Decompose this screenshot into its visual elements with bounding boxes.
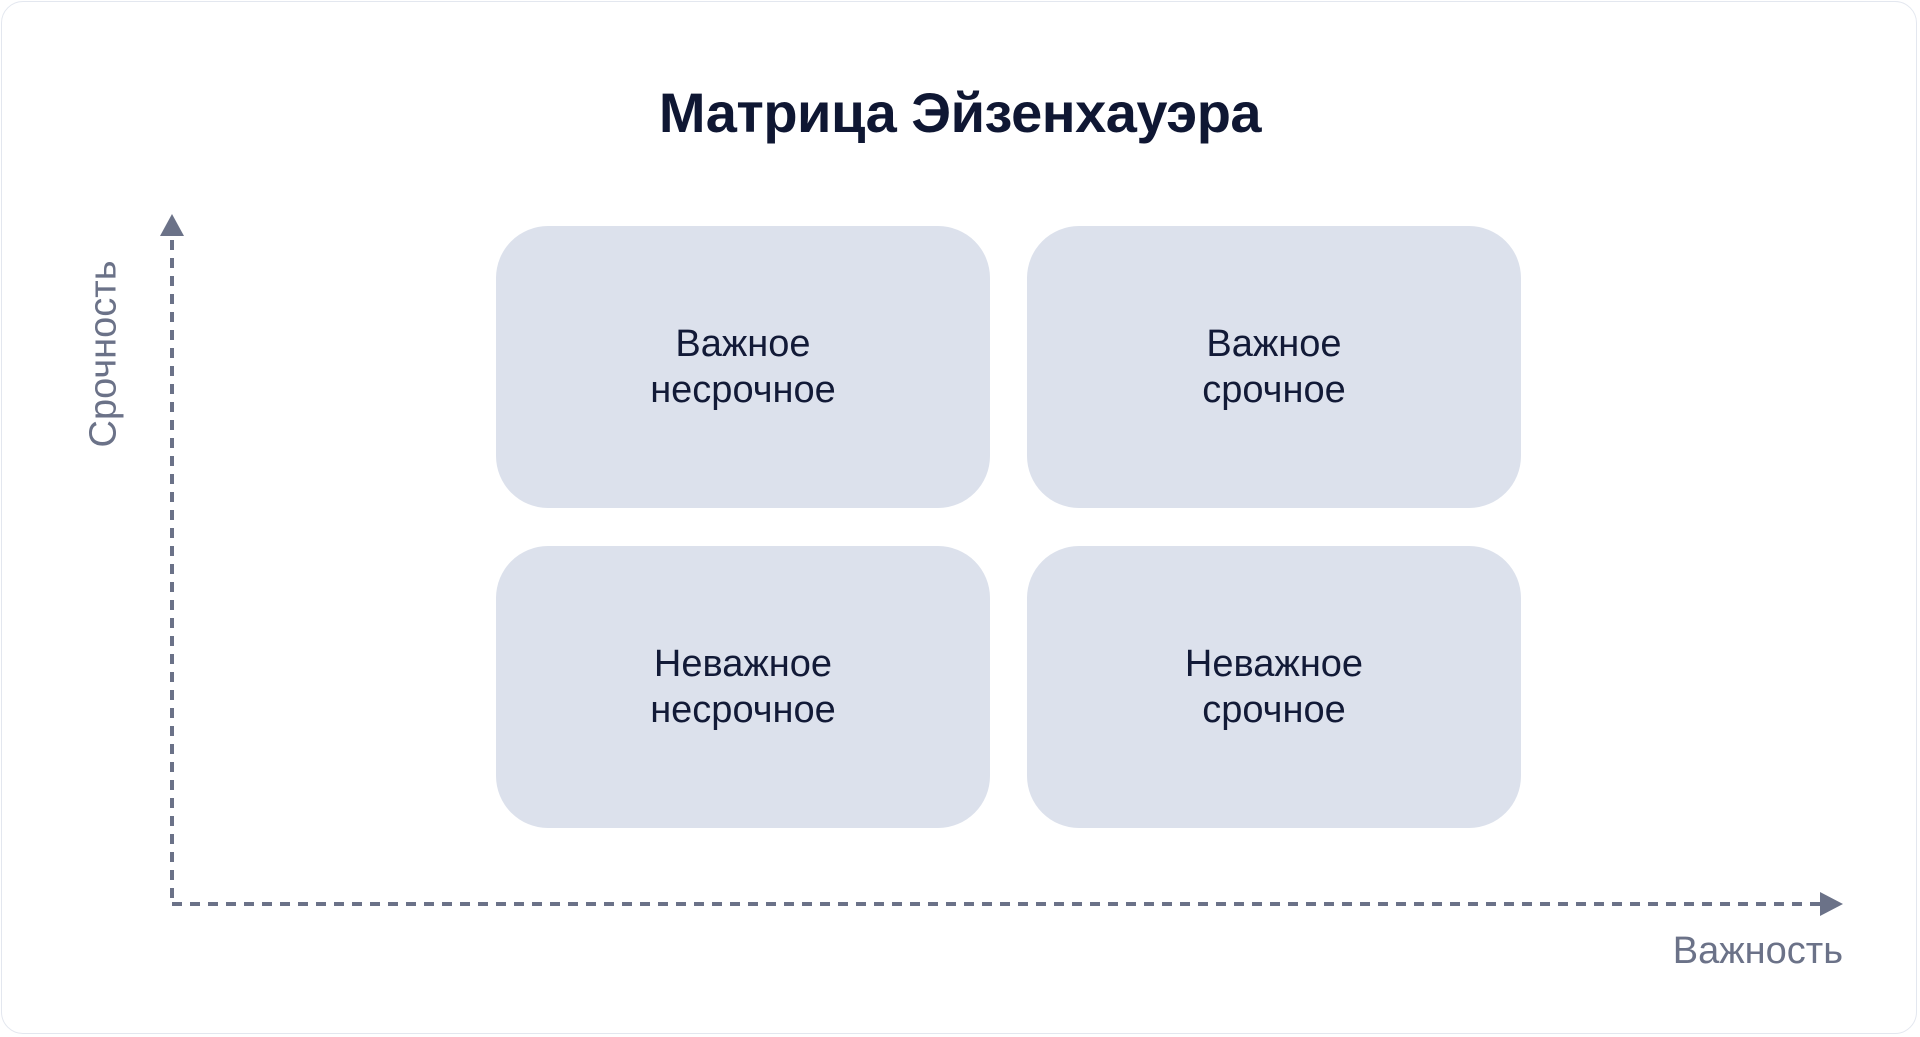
quadrant-important-not-urgent: Важное несрочное — [496, 226, 990, 508]
diagram-title: Матрица Эйзенхауэра — [658, 81, 1262, 144]
quadrant-unimportant-not-urgent: Неважное несрочное — [496, 546, 990, 828]
quadrant-label-line2: срочное — [1202, 689, 1346, 731]
x-axis-label: Важность — [1672, 930, 1843, 972]
quadrant-important-urgent: Важное срочное — [1027, 226, 1521, 508]
quadrant-label-line1: Важное — [1206, 323, 1342, 365]
quadrant-label-line1: Неважное — [1184, 643, 1364, 685]
quadrant-label-line1: Неважное — [653, 643, 833, 685]
quadrant-label-line1: Важное — [675, 323, 811, 365]
y-axis-label: Срочность — [82, 260, 125, 448]
quadrant-label-line2: несрочное — [650, 369, 836, 411]
quadrant-unimportant-urgent: Неважное срочное — [1027, 546, 1521, 828]
quadrant-label-line2: несрочное — [650, 689, 836, 731]
quadrant-label-line2: срочное — [1202, 369, 1346, 411]
y-axis-arrow-icon — [160, 214, 184, 236]
x-axis-arrow-icon — [1820, 892, 1843, 916]
